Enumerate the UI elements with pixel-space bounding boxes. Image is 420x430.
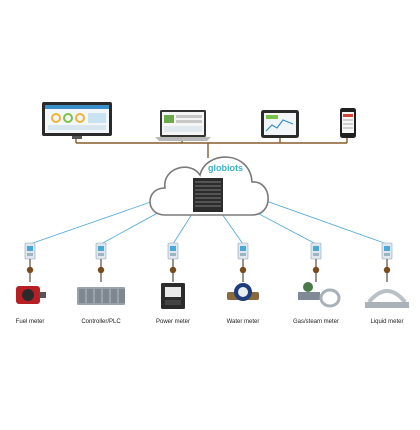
device-label: Gas/steam meter xyxy=(292,319,339,325)
water-meter-icon xyxy=(227,283,259,301)
server-rack-icon xyxy=(193,178,223,212)
device-label: Power meter xyxy=(155,319,190,325)
power-meter-icon xyxy=(161,283,185,309)
gateway-module-icon xyxy=(381,242,393,260)
device-label: Liquid meter xyxy=(370,319,404,325)
gas-steam-meter-icon xyxy=(298,282,341,308)
device-node xyxy=(161,242,185,309)
device-node xyxy=(16,242,46,304)
desktop-dashboard-icon xyxy=(42,102,112,139)
brand-logo-text: globiots xyxy=(208,163,243,173)
gateway-module-icon xyxy=(310,242,322,260)
fuel-meter-icon xyxy=(16,286,46,304)
connector-wire xyxy=(383,259,391,282)
connector-wire xyxy=(312,259,320,282)
client-bus xyxy=(75,138,348,158)
connector-wire xyxy=(239,259,247,282)
devices-group xyxy=(16,242,409,309)
device-node xyxy=(298,242,341,308)
plc-icon xyxy=(77,287,125,305)
connector-wire xyxy=(169,259,177,282)
connector-wire xyxy=(97,259,105,282)
liquid-meter-icon xyxy=(365,289,409,308)
tablet-icon xyxy=(261,110,299,138)
gateway-module-icon xyxy=(167,242,179,260)
smartphone-icon xyxy=(340,108,356,138)
gateway-module-icon xyxy=(237,242,249,260)
gateway-module-icon xyxy=(24,242,36,260)
device-label: Water meter xyxy=(226,319,260,325)
cloud-server-icon xyxy=(149,156,269,216)
device-label: Fuel meter xyxy=(15,319,45,325)
device-node xyxy=(227,242,259,301)
device-label: Controller/PLC xyxy=(81,319,121,325)
connector-wire xyxy=(26,259,34,282)
device-node xyxy=(365,242,409,308)
gateway-module-icon xyxy=(95,242,107,260)
laptop-icon xyxy=(155,110,211,141)
device-node xyxy=(77,242,125,305)
